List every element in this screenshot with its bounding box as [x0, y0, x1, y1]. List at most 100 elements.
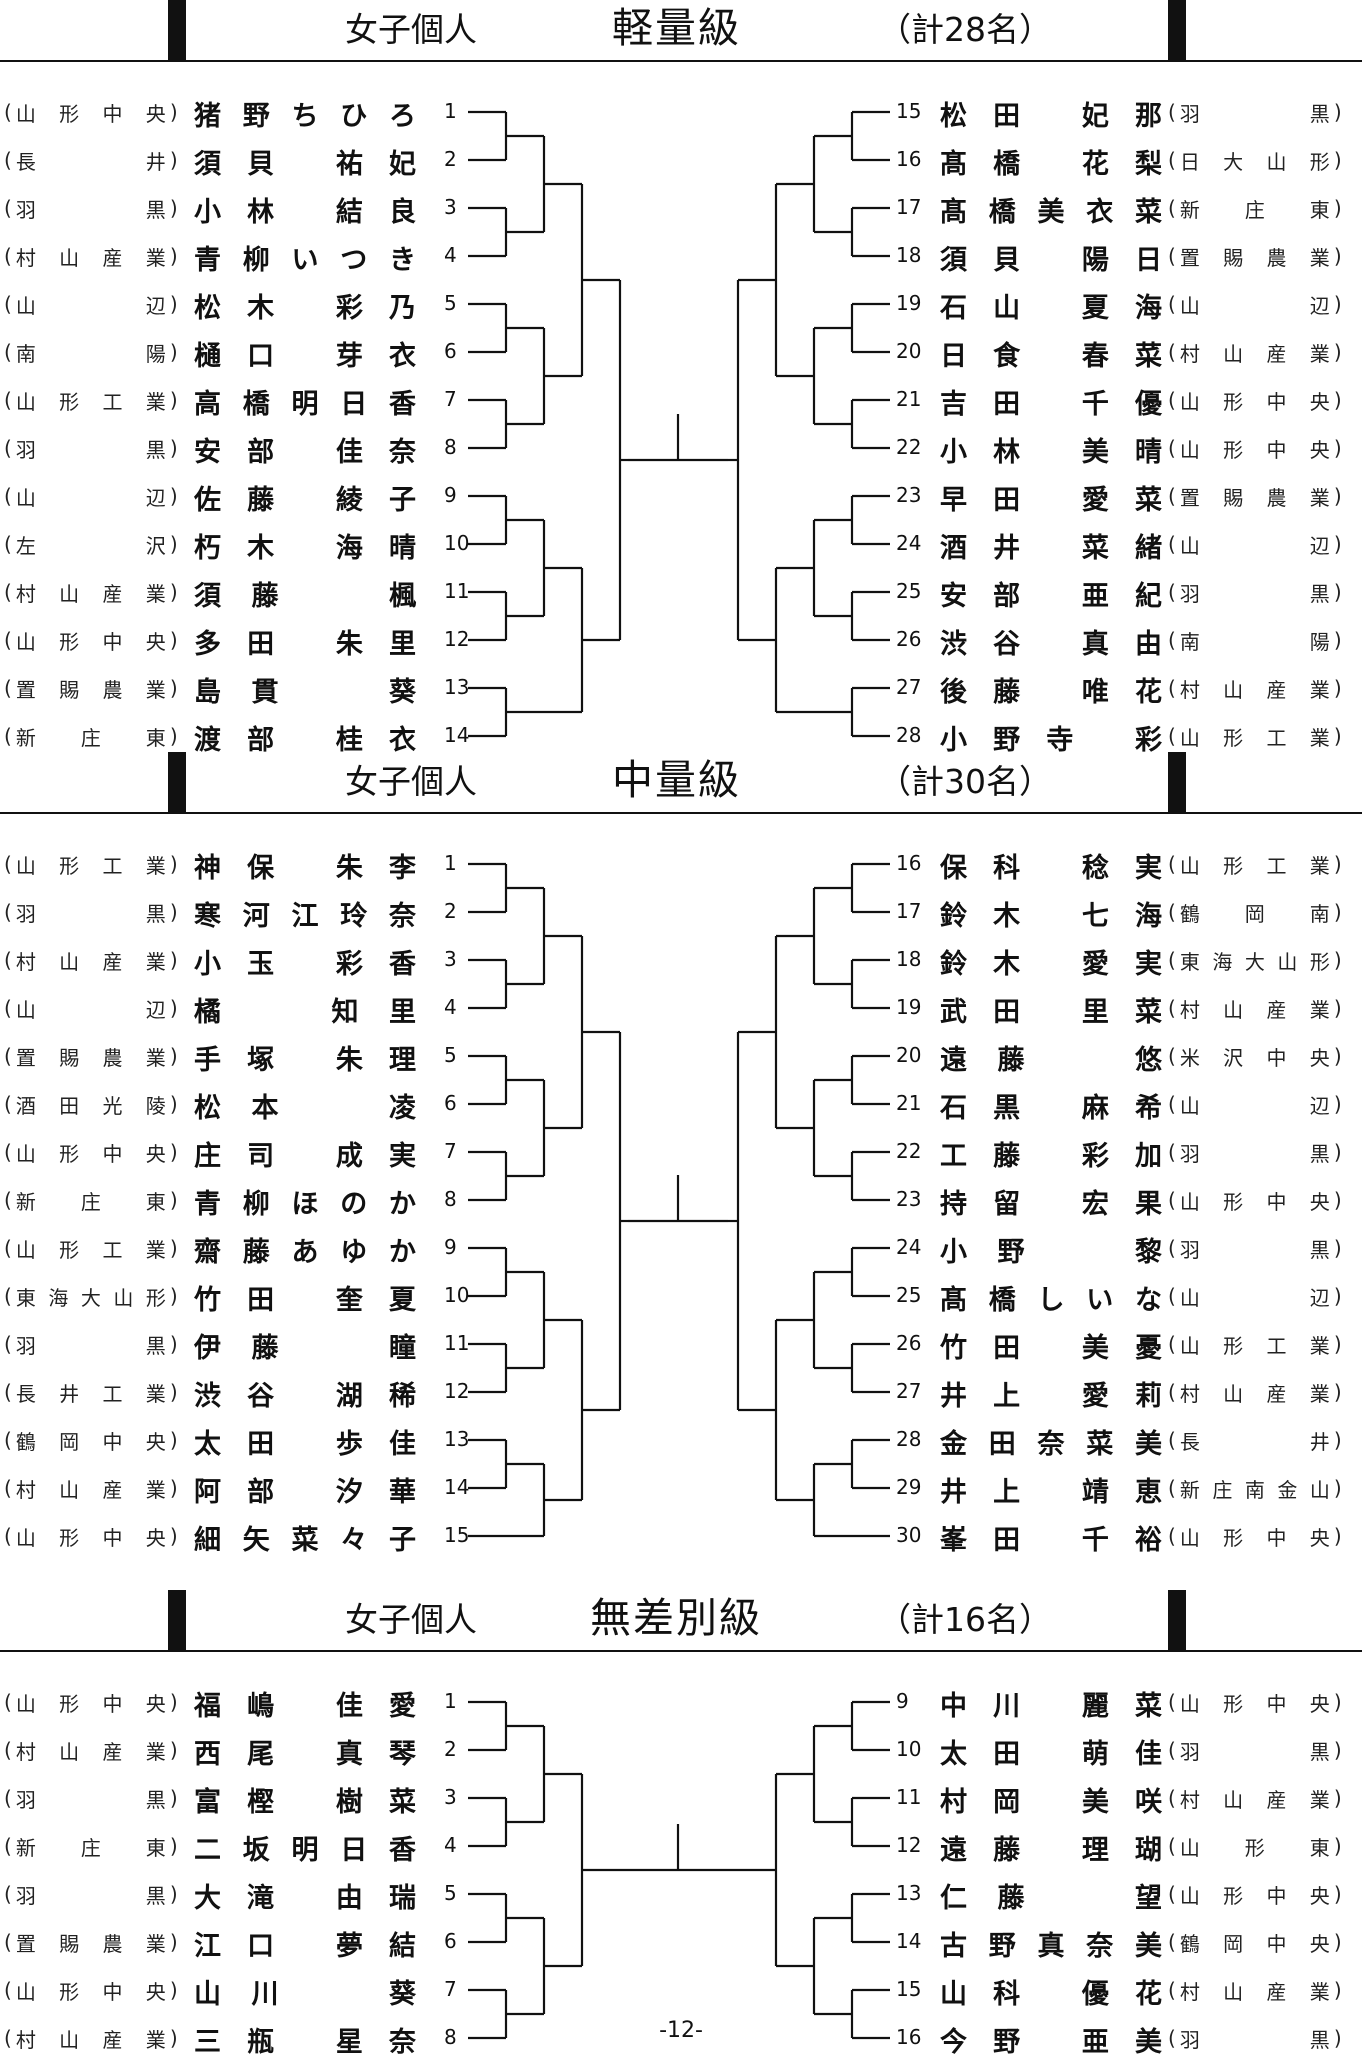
school-char: 形 [59, 853, 80, 878]
paren-open: ( [4, 148, 12, 172]
school-char: 央 [1309, 1189, 1330, 1214]
entry-number: 27 [896, 1379, 922, 1403]
name-char: 田 [993, 1333, 1021, 1364]
school-name: 羽 黒 [16, 194, 166, 223]
entry-number: 23 [896, 1187, 922, 1211]
name-char: 加 [1134, 1141, 1162, 1172]
entry-school: (置賜農業) [4, 1041, 178, 1071]
school-char: 形 [59, 1525, 80, 1550]
school-char: 業 [145, 245, 166, 270]
school-char [1232, 1138, 1238, 1167]
entry-number: 21 [896, 1091, 922, 1115]
school-name: 山形工業 [1180, 850, 1330, 879]
name-char: 野 [988, 1931, 1016, 1962]
name-char: 鈴 [940, 901, 967, 932]
school-char: 庄 [80, 1835, 101, 1860]
entry-name: 山科 優花 [940, 1972, 1162, 2010]
name-char: 子 [388, 485, 416, 516]
school-char: 央 [145, 1141, 166, 1166]
paren-close: ) [1333, 484, 1342, 508]
name-char: 留 [993, 1189, 1021, 1220]
entry-school: (村山産業) [1168, 673, 1342, 703]
name-char: 滝 [247, 1883, 275, 1914]
name-char: 山 [194, 1979, 221, 2010]
school-char: 長 [15, 1381, 36, 1406]
name-char: 松 [194, 293, 221, 324]
entry-number: 9 [444, 1235, 457, 1259]
entry-number: 24 [896, 1235, 922, 1259]
entry-school: (羽 黒) [1168, 1735, 1342, 1765]
entry-school: (村山産業) [1168, 1975, 1342, 2005]
school-char: 形 [59, 1979, 80, 2004]
paren-close: ) [1333, 1882, 1342, 1906]
paren-open: ( [4, 244, 12, 268]
name-char: 日 [940, 341, 967, 372]
school-char: 産 [102, 581, 123, 606]
paren-close: ) [169, 148, 178, 172]
name-char [1046, 430, 1055, 466]
entry-number: 7 [444, 1139, 457, 1163]
name-char [1046, 574, 1055, 610]
paren-close: ) [169, 676, 178, 700]
school-char: 山 [15, 997, 36, 1022]
entry-name: 早田 愛菜 [940, 478, 1162, 516]
paren-open: ( [4, 996, 12, 1020]
name-char: 中 [940, 1691, 967, 1722]
school-char [68, 434, 74, 463]
name-char: 神 [194, 853, 221, 884]
name-char [1046, 142, 1055, 178]
entry-school: (村山産業) [4, 945, 178, 975]
school-name: 米沢中央 [1180, 1042, 1330, 1071]
entry-school: (村山産業) [4, 2023, 178, 2053]
entry-school: (山 形 東) [1168, 1831, 1342, 1861]
name-char: 部 [247, 1477, 275, 1508]
paren-close: ) [169, 580, 178, 604]
name-char: 野 [993, 725, 1021, 756]
entry-name: 保科 稔実 [940, 846, 1162, 884]
school-char [68, 146, 74, 175]
entry-school: (鶴 岡 南) [1168, 897, 1342, 927]
entry-name: 樋口 芽衣 [194, 334, 416, 372]
school-char [107, 994, 113, 1023]
name-char: 渋 [194, 1381, 221, 1412]
name-char: ほ [291, 1189, 319, 1220]
school-char: 山 [1223, 997, 1244, 1022]
entry-number: 3 [444, 947, 457, 971]
name-char: 海 [1134, 293, 1162, 324]
name-char: 奈 [388, 437, 416, 468]
entry-name: 持留 宏果 [940, 1182, 1162, 1220]
name-char: 川 [993, 1691, 1021, 1722]
name-char: 実 [388, 1141, 416, 1172]
entry-number: 12 [896, 1833, 922, 1857]
name-char: 萌 [1081, 1739, 1109, 1770]
paren-open: ( [4, 1882, 12, 1906]
school-name: 羽 黒 [1180, 2024, 1330, 2053]
school-char: 山 [1179, 1691, 1200, 1716]
school-char: 央 [1309, 1691, 1330, 1716]
school-char: 黒 [1309, 1739, 1330, 1764]
school-char: 山 [15, 101, 36, 126]
name-char: 田 [247, 1285, 275, 1316]
paren-close: ) [169, 532, 178, 556]
name-char: 美 [1081, 437, 1109, 468]
paren-close: ) [169, 388, 178, 412]
name-char: 稀 [388, 1381, 416, 1412]
school-char [1219, 194, 1225, 223]
name-char: 髙 [940, 197, 967, 228]
school-name: 長 井 [16, 146, 166, 175]
name-char: 樋 [194, 341, 221, 372]
school-char: 中 [102, 1429, 123, 1454]
paren-close: ) [169, 1524, 178, 1548]
paren-open: ( [4, 1524, 12, 1548]
school-char: 央 [145, 1429, 166, 1454]
name-char: 李 [388, 853, 416, 884]
entry-number: 5 [444, 1881, 457, 1905]
paren-close: ) [1333, 1524, 1342, 1548]
name-char [1095, 1038, 1104, 1074]
name-char: 司 [247, 1141, 275, 1172]
name-char: 嶋 [247, 1691, 275, 1722]
school-char: 大 [1244, 949, 1265, 974]
name-char: 佳 [388, 1429, 416, 1460]
school-name: 山形中央 [16, 626, 166, 655]
name-char [300, 1038, 309, 1074]
